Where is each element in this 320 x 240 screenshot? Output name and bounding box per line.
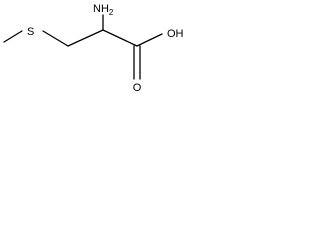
bond-sulfur-ch2 bbox=[42, 30, 69, 47]
hydroxyl-label: OH bbox=[167, 28, 184, 40]
molecule-structure: S NH2 OH O bbox=[3, 3, 184, 94]
bond-alpha-carbon-carboxyl-carbon bbox=[102, 29, 138, 47]
amine-group-label: NH2 bbox=[93, 3, 114, 17]
bond-ch2-alpha-carbon bbox=[67, 29, 104, 47]
amine-hydrogen-count: 2 bbox=[109, 8, 114, 17]
bond-methyl-sulfur bbox=[3, 30, 23, 43]
bond-carboxyl-carbon-hydroxyl bbox=[136, 33, 163, 47]
amine-nitrogen: N bbox=[93, 3, 101, 15]
carbonyl-oxygen-label: O bbox=[133, 82, 142, 94]
amine-hydrogen: H bbox=[101, 3, 109, 15]
sulfur-atom-label: S bbox=[27, 26, 34, 38]
